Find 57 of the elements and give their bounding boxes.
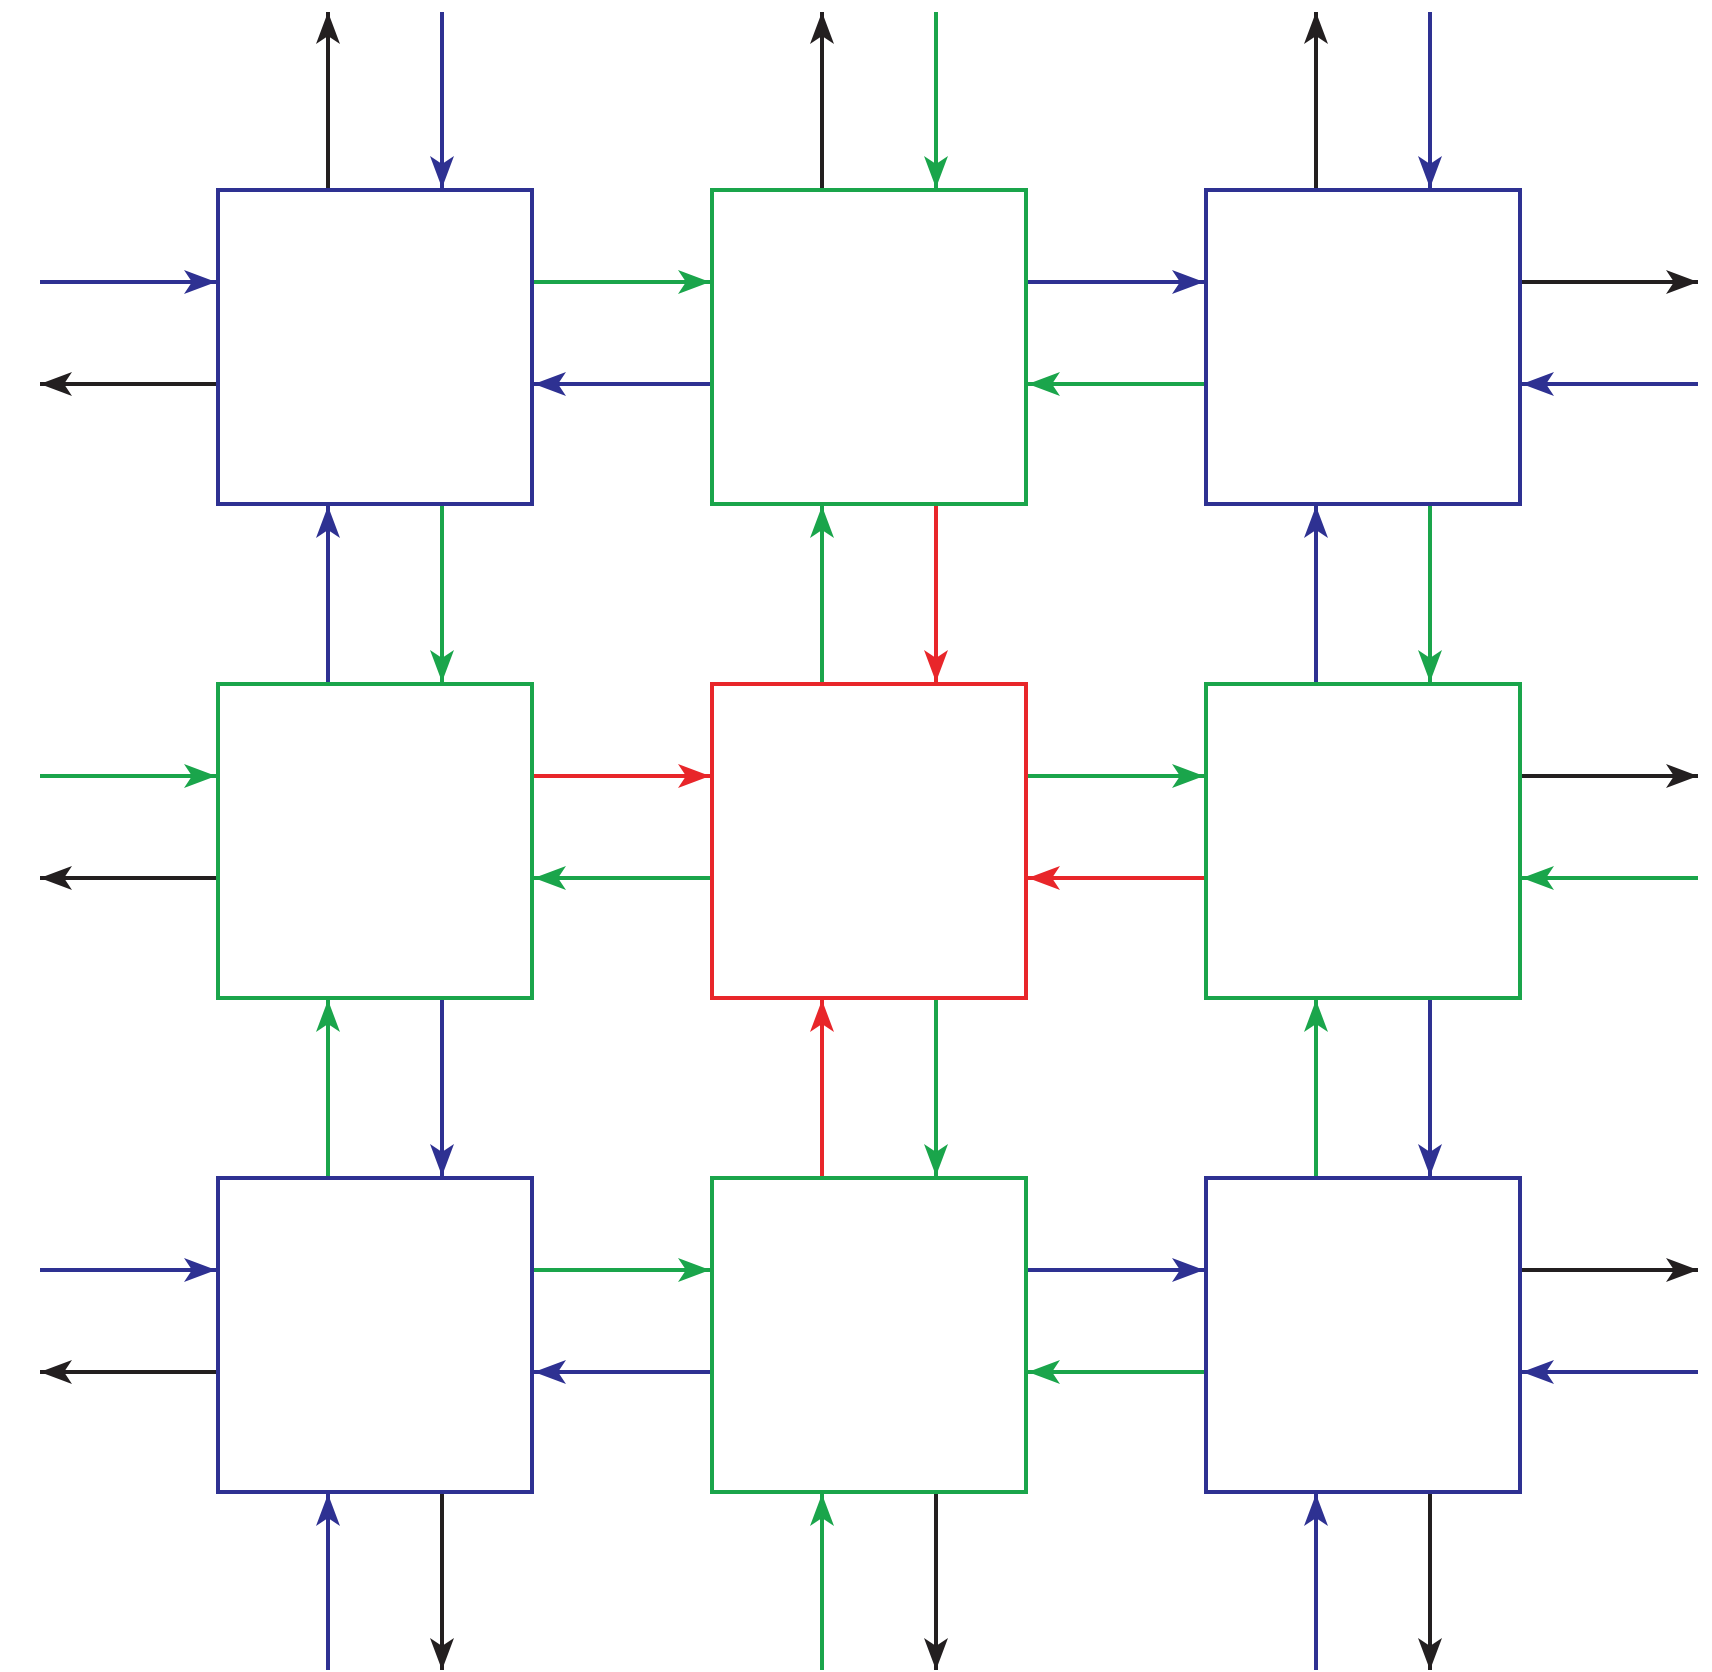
square-box	[710, 682, 1028, 1000]
arrow	[1418, 506, 1442, 682]
arrow	[810, 12, 834, 188]
arrow	[430, 1494, 454, 1670]
arrow	[1522, 372, 1698, 396]
arrow	[534, 866, 710, 890]
arrow	[924, 12, 948, 188]
square-box	[710, 1176, 1028, 1494]
arrow	[1522, 1360, 1698, 1384]
arrow	[316, 1494, 340, 1670]
square-box	[216, 682, 534, 1000]
arrow	[316, 1000, 340, 1176]
arrow	[924, 1494, 948, 1670]
arrow	[1028, 270, 1204, 294]
arrow	[1418, 12, 1442, 188]
arrow	[1028, 1258, 1204, 1282]
arrow	[430, 1000, 454, 1176]
arrow	[40, 866, 216, 890]
arrow	[40, 270, 216, 294]
arrow	[430, 506, 454, 682]
arrow	[40, 372, 216, 396]
arrow	[1028, 866, 1204, 890]
arrow	[534, 1258, 710, 1282]
arrow	[40, 1258, 216, 1282]
arrow	[1028, 1360, 1204, 1384]
arrow	[1522, 866, 1698, 890]
arrow	[534, 270, 710, 294]
arrow	[1304, 1000, 1328, 1176]
arrow	[1304, 1494, 1328, 1670]
arrow	[534, 372, 710, 396]
square-box	[216, 1176, 534, 1494]
arrow	[924, 506, 948, 682]
arrow	[316, 506, 340, 682]
arrow	[1522, 270, 1698, 294]
arrow	[1418, 1494, 1442, 1670]
arrow	[810, 506, 834, 682]
arrow	[1028, 764, 1204, 788]
arrow	[430, 12, 454, 188]
arrow	[534, 764, 710, 788]
arrow	[316, 12, 340, 188]
arrow	[1522, 1258, 1698, 1282]
arrow	[1304, 506, 1328, 682]
arrow	[810, 1494, 834, 1670]
arrow	[534, 1360, 710, 1384]
arrow	[1304, 12, 1328, 188]
arrow	[40, 1360, 216, 1384]
arrow	[40, 764, 216, 788]
square-box	[1204, 682, 1522, 1000]
arrow	[1522, 764, 1698, 788]
arrow	[1418, 1000, 1442, 1176]
arrow	[924, 1000, 948, 1176]
square-box	[1204, 1176, 1522, 1494]
square-box	[216, 188, 534, 506]
square-box	[1204, 188, 1522, 506]
arrow	[810, 1000, 834, 1176]
square-box	[710, 188, 1028, 506]
arrow	[1028, 372, 1204, 396]
